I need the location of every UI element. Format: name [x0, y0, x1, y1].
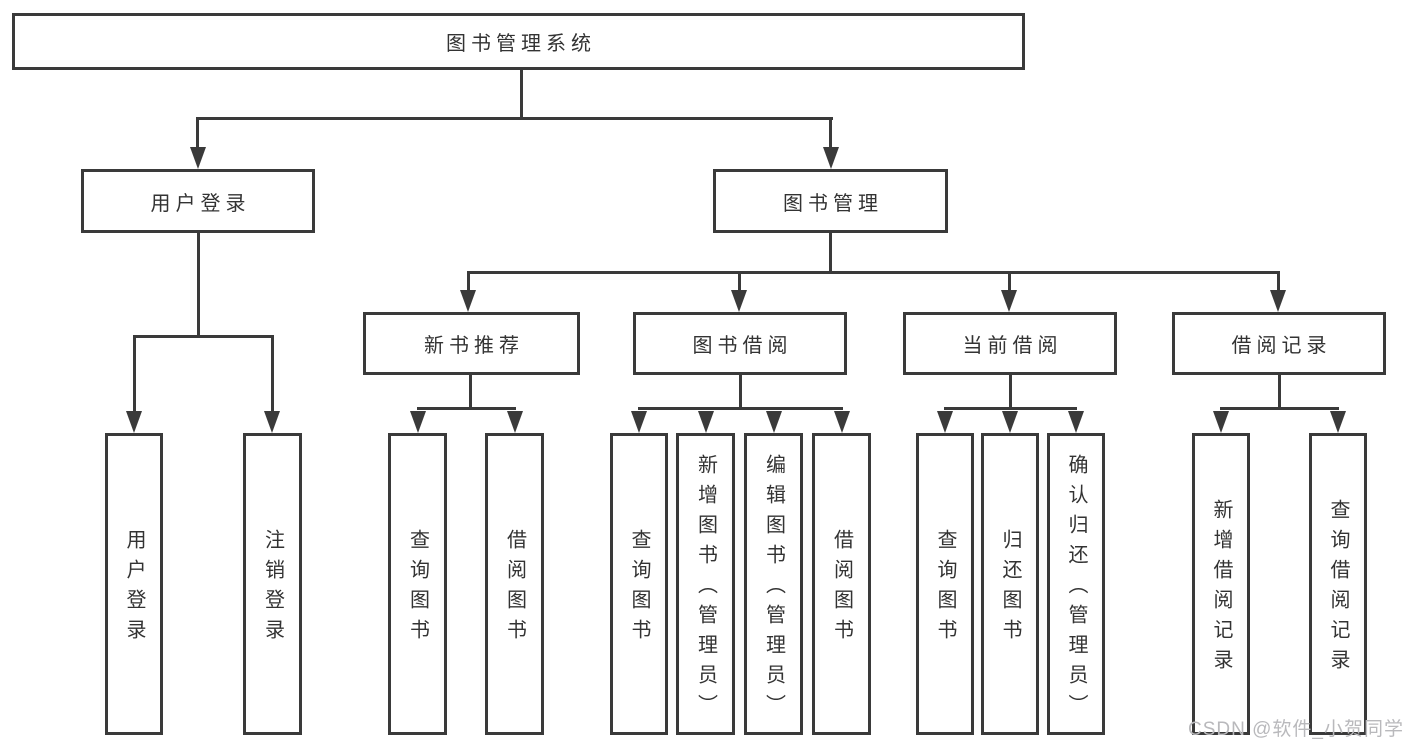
leaf-borrow-books-recommend-label: 借阅图书 [503, 529, 526, 649]
arrowhead-down-icon [834, 411, 850, 433]
leaf-user-login-label: 用户登录 [123, 529, 145, 649]
connector-current-borrow-drop [1009, 375, 1012, 409]
connector-to-leaf-user-login [133, 335, 136, 413]
connector-current-borrow-rail [944, 407, 1077, 410]
node-book-borrow-label: 图书借阅 [692, 335, 793, 357]
leaf-query-books-borrow: 查询图书 [610, 433, 668, 735]
node-borrow-records-label: 借阅记录 [1231, 335, 1332, 357]
connector-root-drop [520, 66, 523, 119]
leaf-confirm-return-admin: 确认归还（管理员） [1047, 433, 1105, 735]
connector-to-user-login [196, 117, 199, 150]
connector-book-borrow-rail [638, 407, 843, 410]
node-user-login-label: 用户登录 [150, 192, 251, 215]
leaf-edit-book-admin: 编辑图书（管理员） [744, 433, 803, 735]
connector-book-borrow-drop [739, 375, 742, 409]
connector-to-leaf-logout [271, 335, 274, 413]
arrowhead-down-icon [766, 411, 782, 433]
arrowhead-down-icon [410, 411, 426, 433]
connector-to-borrow-records [1277, 271, 1280, 293]
arrowhead-down-icon [1270, 290, 1286, 312]
connector-to-book-management [829, 117, 832, 150]
arrowhead-down-icon [1002, 411, 1018, 433]
node-user-login: 用户登录 [81, 169, 315, 233]
leaf-logout: 注销登录 [243, 433, 302, 735]
leaf-add-borrow-record-label: 新增借阅记录 [1210, 499, 1232, 679]
connector-to-new-book-recommend [467, 271, 470, 293]
leaf-query-borrow-record-label: 查询借阅记录 [1327, 499, 1349, 679]
leaf-user-login: 用户登录 [105, 433, 163, 735]
connector-borrow-records-drop [1278, 375, 1281, 409]
leaf-logout-label: 注销登录 [261, 529, 284, 649]
node-root: 图书管理系统 [12, 13, 1025, 70]
connector-user-login-rail [133, 335, 274, 338]
connector-to-current-borrow [1008, 271, 1011, 293]
connector-new-book-recommend-rail [417, 407, 516, 410]
arrowhead-down-icon [126, 411, 142, 433]
leaf-query-books-current-label: 查询图书 [934, 529, 956, 649]
connector-borrow-records-rail [1220, 407, 1339, 410]
connector-user-login-drop [197, 232, 200, 337]
leaf-borrow-books: 借阅图书 [812, 433, 871, 735]
leaf-query-books-recommend-label: 查询图书 [406, 529, 429, 649]
node-new-book-recommend-label: 新书推荐 [424, 335, 524, 357]
leaf-return-book: 归还图书 [981, 433, 1039, 735]
arrowhead-down-icon [1001, 290, 1017, 312]
leaf-query-books-borrow-label: 查询图书 [628, 529, 650, 649]
leaf-confirm-return-admin-label: 确认归还（管理员） [1065, 454, 1087, 724]
leaf-borrow-books-recommend: 借阅图书 [485, 433, 544, 735]
leaf-query-books-recommend: 查询图书 [388, 433, 447, 735]
leaf-add-book-admin: 新增图书（管理员） [676, 433, 735, 735]
arrowhead-down-icon [823, 147, 839, 169]
node-book-borrow: 图书借阅 [633, 312, 847, 375]
leaf-query-books-current: 查询图书 [916, 433, 974, 735]
node-current-borrow-label: 当前借阅 [962, 335, 1063, 357]
node-borrow-records: 借阅记录 [1172, 312, 1386, 375]
node-book-management: 图书管理 [713, 169, 948, 233]
arrowhead-down-icon [190, 147, 206, 169]
leaf-add-borrow-record: 新增借阅记录 [1192, 433, 1250, 735]
arrowhead-down-icon [507, 411, 523, 433]
leaf-borrow-books-label: 借阅图书 [830, 529, 853, 649]
arrowhead-down-icon [1068, 411, 1084, 433]
arrowhead-down-icon [460, 290, 476, 312]
connector-level2-rail [196, 117, 833, 120]
node-current-borrow: 当前借阅 [903, 312, 1117, 375]
arrowhead-down-icon [631, 411, 647, 433]
node-book-management-label: 图书管理 [783, 192, 883, 215]
arrowhead-down-icon [698, 411, 714, 433]
leaf-query-borrow-record: 查询借阅记录 [1309, 433, 1367, 735]
leaf-return-book-label: 归还图书 [999, 529, 1021, 649]
arrowhead-down-icon [264, 411, 280, 433]
arrowhead-down-icon [1213, 411, 1229, 433]
connector-to-book-borrow [738, 271, 741, 293]
node-root-label: 图书管理系统 [446, 33, 596, 55]
connector-book-management-drop [829, 233, 832, 273]
leaf-add-book-admin-label: 新增图书（管理员） [694, 454, 717, 724]
connector-new-book-recommend-drop [469, 375, 472, 409]
leaf-edit-book-admin-label: 编辑图书（管理员） [762, 454, 785, 724]
connector-level3-rail [467, 271, 1280, 274]
node-new-book-recommend: 新书推荐 [363, 312, 580, 375]
csdn-watermark: CSDN @软件_小贺同学 [1188, 719, 1404, 740]
arrowhead-down-icon [731, 290, 747, 312]
arrowhead-down-icon [1330, 411, 1346, 433]
arrowhead-down-icon [937, 411, 953, 433]
